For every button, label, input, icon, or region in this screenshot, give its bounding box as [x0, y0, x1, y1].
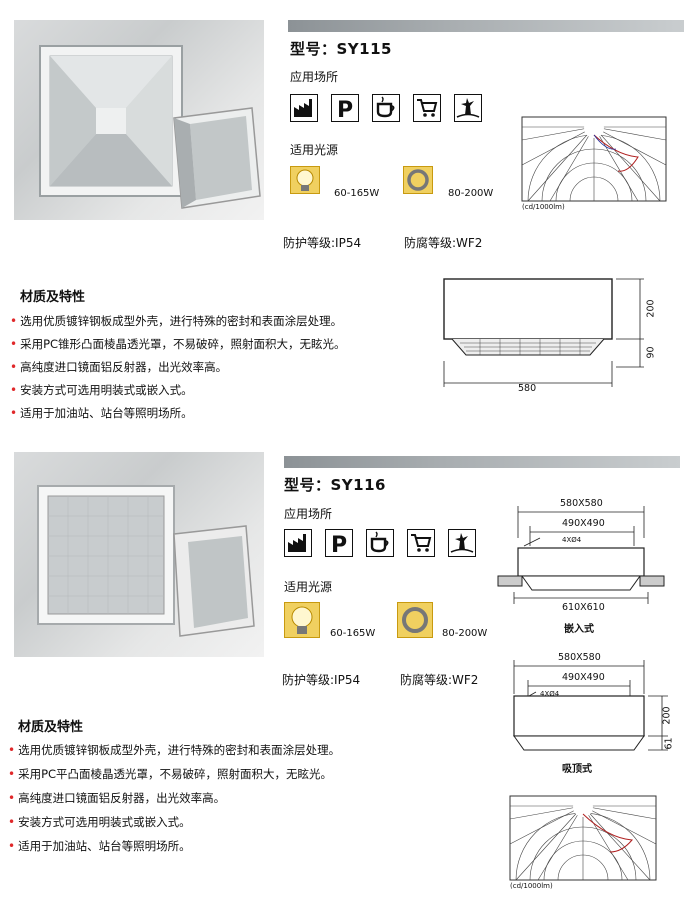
light-source-label: 适用光源 — [290, 143, 339, 157]
features-title: 材质及特性 — [20, 290, 86, 305]
model-title: 型号：SY115 — [290, 40, 392, 58]
product-photo-sy116 — [14, 452, 264, 657]
ring-lamp-icon — [403, 166, 433, 194]
corrosion-grade: 防腐等级:WF2 — [404, 236, 483, 250]
feature-item: 采用PC锥形凸面棱晶透光罩，不易破碎，照射面积大，无眩光。 — [10, 336, 345, 352]
dimension-drawing-surface: 580X580 490X490 4XØ4 200 61 吸顶式 — [500, 652, 680, 775]
dim-bottom: 90 — [645, 346, 657, 359]
embed-caption: 嵌入式 — [564, 624, 594, 635]
features-title: 材质及特性 — [18, 720, 84, 735]
feature-item: 适用于加油站、站台等照明场所。 — [10, 405, 193, 421]
embed-holes-dim: 4XØ4 — [562, 536, 582, 544]
feature-item: 安装方式可选用明装式或嵌入式。 — [8, 814, 191, 830]
polar-unit: (cd/1000lm) — [510, 882, 553, 890]
title-bar-sy115 — [288, 20, 684, 32]
lamp2-wattage: 80-200W — [442, 628, 488, 639]
luminaire-illustration — [37, 485, 255, 637]
polar-distribution-chart-sy116: (cd/1000lm) — [508, 794, 658, 894]
model-title: 型号：SY116 — [284, 476, 386, 494]
shopping-cart-icon — [407, 529, 435, 557]
feature-item: 选用优质镀锌钢板成型外壳，进行特殊的密封和表面涂层处理。 — [8, 742, 340, 758]
coffee-cup-icon — [366, 529, 394, 557]
statue-icon — [448, 529, 476, 557]
factory-icon — [284, 529, 312, 557]
protection-grade: 防护等级:IP54 — [282, 673, 361, 687]
svg-text:P: P — [337, 98, 353, 120]
embed-top-dim: 580X580 — [560, 498, 603, 509]
bulb-lamp-icon — [284, 602, 320, 638]
feature-item: 选用优质镀锌钢板成型外壳，进行特殊的密封和表面涂层处理。 — [10, 313, 342, 329]
shopping-cart-icon — [413, 94, 441, 122]
surface-height-dim: 200 — [661, 706, 673, 725]
application-label: 应用场所 — [284, 507, 333, 521]
feature-item: 安装方式可选用明装式或嵌入式。 — [10, 382, 193, 398]
dimension-drawing-sy115: 200 90 580 — [440, 275, 672, 400]
feature-item: 采用PC平凸面棱晶透光罩，不易破碎，照射面积大，无眩光。 — [8, 766, 332, 782]
luminaire-illustration — [39, 45, 261, 209]
polar-unit: (cd/1000lm) — [522, 203, 565, 211]
surface-holes-dim: 4XØ4 — [540, 690, 560, 698]
surface-caption: 吸顶式 — [562, 764, 592, 775]
coffee-cup-icon — [372, 94, 400, 122]
surface-top-dim: 580X580 — [558, 652, 601, 663]
application-label: 应用场所 — [290, 70, 339, 84]
lamp1-wattage: 60-165W — [334, 188, 380, 199]
polar-distribution-chart-sy115: (cd/1000lm) — [520, 115, 668, 215]
product-photo-sy115 — [14, 20, 264, 220]
bulb-lamp-icon — [290, 166, 320, 194]
embed-bottom-dim: 610X610 — [562, 602, 605, 613]
feature-item: 高纯度进口镜面铝反射器，出光效率高。 — [10, 359, 227, 375]
dim-height: 200 — [645, 299, 657, 318]
statue-icon — [454, 94, 482, 122]
light-source-label: 适用光源 — [284, 580, 333, 594]
ring-lamp-icon — [397, 602, 433, 638]
corrosion-grade: 防腐等级:WF2 — [400, 673, 479, 687]
feature-item: 高纯度进口镜面铝反射器，出光效率高。 — [8, 790, 225, 806]
lamp2-wattage: 80-200W — [448, 188, 494, 199]
protection-grade: 防护等级:IP54 — [283, 236, 362, 250]
parking-icon: P — [325, 529, 353, 558]
title-bar-sy116 — [284, 456, 680, 468]
feature-item: 适用于加油站、站台等照明场所。 — [8, 838, 191, 854]
dim-width: 580 — [518, 383, 537, 394]
embed-mid-dim: 490X490 — [562, 518, 605, 529]
parking-icon: P — [331, 94, 359, 123]
surface-mid-dim: 490X490 — [562, 672, 605, 683]
dimension-drawing-embedded: 580X580 490X490 4XØ4 610X610 嵌入式 — [494, 498, 680, 636]
lamp1-wattage: 60-165W — [330, 628, 376, 639]
svg-text:P: P — [331, 533, 347, 555]
surface-foot-dim: 61 — [663, 737, 675, 750]
factory-icon — [290, 94, 318, 122]
